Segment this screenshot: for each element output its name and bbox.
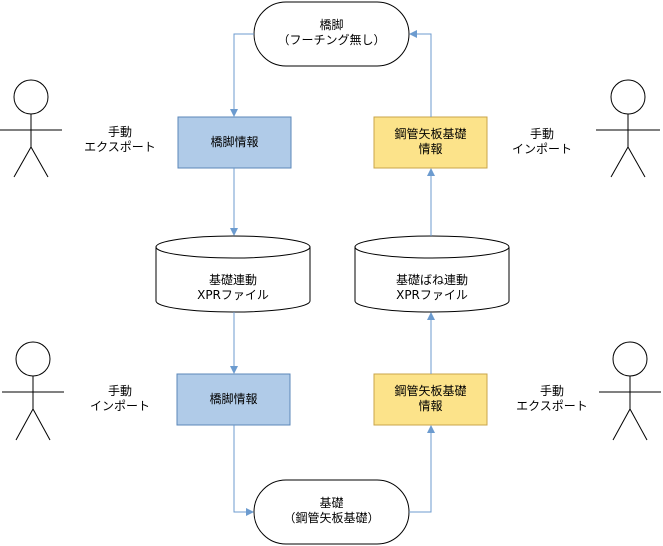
db-spring-link-line1: 基礎ばね連動 (395, 273, 468, 287)
actor-top-left-label: 手動 エクスポート (70, 125, 170, 155)
arrow-pier-to-info (230, 33, 254, 117)
actor-bottom-right-line1: 手動 (539, 384, 564, 398)
foundation-bottom-label: 基礎 （鋼管矢板基礎） (254, 496, 409, 526)
actor-top-right-icon (596, 79, 660, 178)
steel-info-top-line2: 情報 (418, 142, 443, 156)
actor-bottom-right-line2: エクスポート (516, 399, 588, 413)
db-foundation-link-line1: 基礎連動 (208, 273, 257, 287)
steel-info-top-line1: 鋼管矢板基礎 (394, 127, 467, 141)
pier-info-bottom-shape (176, 373, 291, 426)
steel-info-top-label: 鋼管矢板基礎 情報 (374, 127, 487, 157)
actor-top-left-line1: 手動 (107, 125, 132, 139)
arrow-pier-info-to-foundation (233, 425, 254, 516)
actor-bottom-left-icon (2, 341, 64, 441)
db-spring-link-label: 基礎ばね連動 XPRファイル (355, 273, 509, 303)
db-foundation-link-line2: XPRファイル (197, 288, 269, 302)
actor-top-right-line1: 手動 (529, 127, 554, 141)
actor-bottom-left-label: 手動 インポート (74, 384, 166, 414)
pier-top-line2: （フーチング無し） (277, 33, 386, 47)
actor-top-right-label: 手動 インポート (496, 127, 588, 157)
actor-bottom-left-line2: インポート (89, 399, 150, 413)
pier-info-top-shape (177, 116, 292, 169)
actor-top-left-icon (0, 79, 62, 178)
actor-top-left-line2: エクスポート (84, 140, 156, 154)
steel-info-bottom-line2: 情報 (418, 399, 443, 413)
pier-info-top-line1: 橋脚情報 (210, 135, 259, 149)
arrow-foundation-to-steel-info (409, 425, 435, 513)
steel-info-bottom-label: 鋼管矢板基礎 情報 (374, 384, 487, 414)
steel-info-bottom-line1: 鋼管矢板基礎 (394, 384, 467, 398)
actor-bottom-right-icon (599, 341, 661, 441)
pier-top-line1: 橋脚 (319, 18, 344, 32)
db-foundation-link-shape (155, 235, 311, 313)
actor-bottom-right-label: 手動 エクスポート (502, 384, 602, 414)
pier-info-top-label: 橋脚情報 (178, 135, 291, 150)
db-spring-link-line2: XPRファイル (396, 288, 468, 302)
pier-info-bottom-line1: 橋脚情報 (209, 392, 258, 406)
foundation-bottom-line2: （鋼管矢板基礎） (283, 511, 380, 525)
actor-top-right-line2: インポート (511, 142, 572, 156)
steel-info-bottom-shape (373, 373, 488, 426)
pier-info-bottom-label: 橋脚情報 (177, 392, 290, 407)
pier-top-label: 橋脚 （フーチング無し） (254, 18, 409, 48)
db-spring-link-shape (354, 235, 510, 313)
actor-bottom-left-line1: 手動 (107, 384, 132, 398)
arrow-steel-info-to-pier (409, 30, 432, 117)
foundation-bottom-line1: 基礎 (319, 496, 344, 510)
db-foundation-link-label: 基礎連動 XPRファイル (156, 273, 310, 303)
